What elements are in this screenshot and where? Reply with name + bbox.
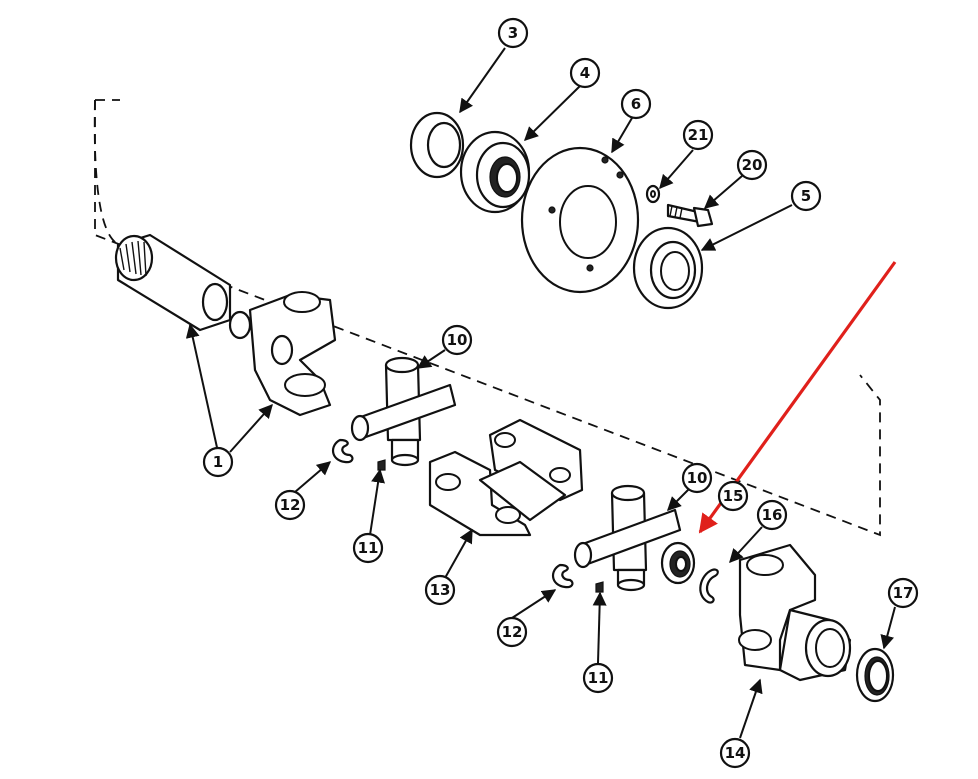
svg-text:3: 3: [508, 24, 518, 42]
assembly-outline-dashed-bottom: [93, 99, 121, 246]
svg-text:10: 10: [447, 331, 468, 349]
callout-13: 13: [424, 574, 456, 606]
callout-10-upper: 10: [441, 324, 473, 356]
washer-part-21: [645, 184, 661, 204]
seal-part-17: [855, 647, 895, 703]
callout-10-lower: 10: [681, 462, 713, 494]
shaft-yoke-part-1: [114, 233, 337, 417]
leader-lines: [185, 47, 896, 739]
bolt-part-20: [666, 203, 714, 228]
snap-ring-part-16: [699, 568, 719, 604]
callout-3: 3: [497, 17, 529, 49]
svg-text:11: 11: [358, 539, 379, 557]
callout-4: 4: [569, 57, 601, 89]
svg-text:10: 10: [687, 469, 708, 487]
svg-text:5: 5: [801, 187, 811, 205]
callout-5: 5: [790, 180, 822, 212]
svg-text:1: 1: [213, 453, 223, 471]
assembly-outline-dashed: [94, 99, 881, 537]
flange-plate-part-6: [520, 146, 640, 294]
callout-16: 16: [756, 499, 788, 531]
svg-text:12: 12: [280, 496, 301, 514]
svg-text:17: 17: [893, 584, 914, 602]
seal-part-5: [632, 226, 704, 310]
svg-text:21: 21: [688, 126, 709, 144]
callout-15: 15: [717, 480, 749, 512]
ujoint-cross-part-10-lower: [573, 484, 682, 592]
callout-6: 6: [620, 88, 652, 120]
callout-17: 17: [887, 577, 919, 609]
callout-12-lower: 12: [496, 616, 528, 648]
callout-1: 1: [202, 446, 234, 478]
bearing-part-4: [459, 130, 531, 214]
svg-text:12: 12: [502, 623, 523, 641]
svg-text:11: 11: [588, 669, 609, 687]
svg-text:4: 4: [580, 64, 590, 82]
callout-11-lower: 11: [582, 662, 614, 694]
grease-fitting-part-11-upper: [377, 459, 386, 471]
svg-text:6: 6: [631, 95, 641, 113]
center-yoke-part-13: [428, 418, 584, 537]
callout-21: 21: [682, 119, 714, 151]
svg-text:20: 20: [742, 156, 763, 174]
callout-14: 14: [719, 737, 751, 769]
svg-text:13: 13: [430, 581, 451, 599]
callout-11-upper: 11: [352, 532, 384, 564]
slip-yoke-part-14: [738, 543, 852, 682]
callout-12-upper: 12: [274, 489, 306, 521]
svg-text:16: 16: [762, 506, 783, 524]
snap-ring-part-12-upper: [332, 438, 354, 464]
callout-20: 20: [736, 149, 768, 181]
bearing-cup-part-15: [660, 541, 696, 585]
ujoint-cross-part-10-upper: [350, 356, 457, 467]
svg-text:15: 15: [723, 487, 744, 505]
snap-ring-part-12-lower: [552, 563, 574, 589]
svg-text:14: 14: [725, 744, 746, 762]
grease-fitting-part-11-lower: [595, 581, 604, 593]
seal-part-3: [409, 111, 465, 179]
